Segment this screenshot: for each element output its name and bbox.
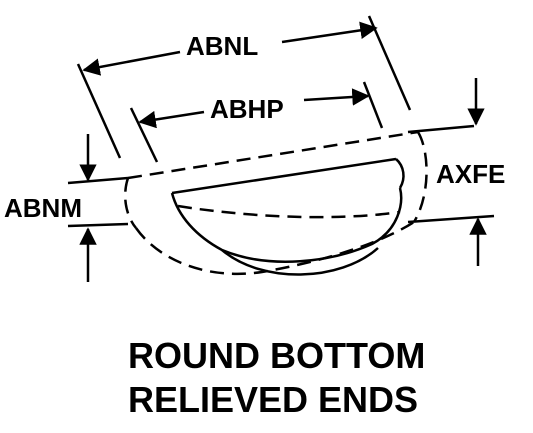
abnl-extension-right <box>367 15 412 111</box>
outline-left-dashed <box>124 177 137 229</box>
abnl-label: ABNL <box>186 31 258 61</box>
outline-top-dashed <box>127 130 419 180</box>
outline-right-dashed <box>412 131 428 223</box>
abnm-extension-top <box>67 176 129 185</box>
key-top-edge <box>171 157 397 195</box>
abnl-arrow-left <box>82 50 181 76</box>
axfe-dimension: AXFE <box>407 78 505 266</box>
caption-line-2: RELIEVED ENDS <box>128 379 418 420</box>
abnm-dimension: ABNM <box>4 134 129 282</box>
abhp-label: ABHP <box>210 94 284 124</box>
abnl-extension-left <box>76 63 122 159</box>
key-back-edge-dashed <box>177 204 401 219</box>
key-right-cap <box>395 158 405 189</box>
axfe-extension-bottom <box>407 214 495 224</box>
key-body <box>170 157 405 276</box>
relieved-outline <box>124 130 428 276</box>
key-bottom-curve <box>221 247 379 276</box>
abhp-arrow-left <box>138 110 205 129</box>
abnm-label: ABNM <box>4 193 82 223</box>
abnl-arrow-right <box>281 21 378 44</box>
outline-bottom-dashed <box>134 220 415 276</box>
key-front-face <box>170 187 403 263</box>
abhp-extension-right <box>362 81 384 129</box>
abhp-extension-left <box>129 107 159 163</box>
caption-line-1: ROUND BOTTOM <box>128 335 425 376</box>
abnl-dimension: ABNL <box>76 15 412 159</box>
abhp-arrow-right <box>303 88 370 106</box>
axfe-extension-top <box>407 124 475 134</box>
abhp-dimension: ABHP <box>129 81 384 163</box>
axfe-label: AXFE <box>436 159 505 189</box>
abnm-extension-bottom <box>67 222 129 228</box>
